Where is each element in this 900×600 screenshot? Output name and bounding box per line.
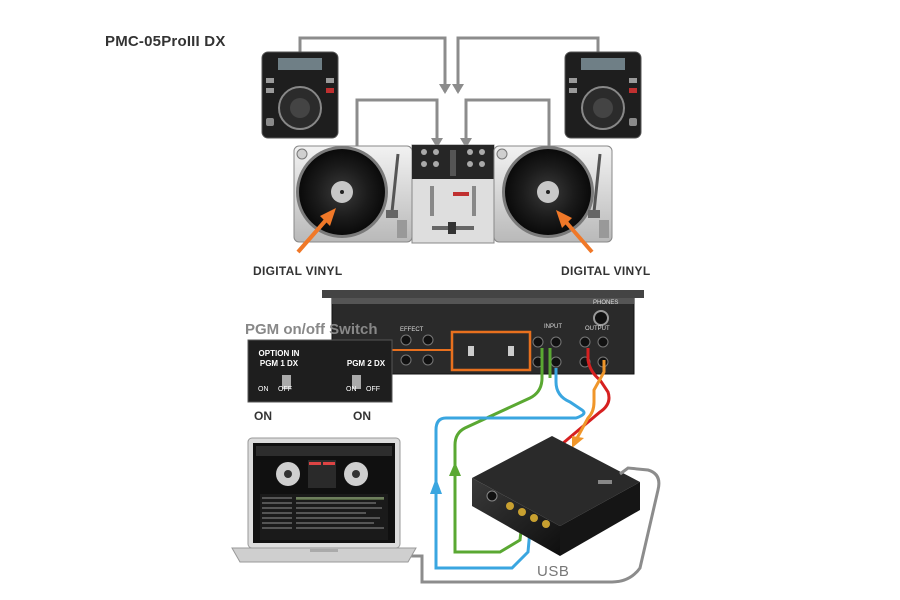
digital-vinyl-label-left: DIGITAL VINYL	[253, 264, 343, 278]
svg-text:OUTPUT: OUTPUT	[585, 326, 610, 332]
pgm2-state-label: ON	[353, 409, 371, 423]
turntable-left	[293, 145, 413, 243]
pgm1-on-mark: ON	[258, 386, 269, 393]
audio-interface-box	[472, 436, 640, 556]
green-arrow	[449, 462, 461, 476]
digital-vinyl-arrows	[296, 208, 594, 254]
pgm1-off-mark: OFF	[278, 386, 292, 393]
gray-cables	[298, 36, 600, 148]
gray-cable-arrows	[431, 84, 472, 148]
laptop	[231, 437, 417, 563]
orange-cable	[574, 360, 606, 441]
mixer-top	[411, 144, 495, 244]
pgm1-dx-label: PGM 1 DX	[259, 359, 299, 368]
digital-vinyl-label-right: DIGITAL VINYL	[561, 264, 651, 278]
cd-player-left	[261, 51, 339, 139]
blue-cable	[434, 368, 586, 570]
turntable-right	[493, 145, 613, 243]
green-cable	[453, 348, 552, 554]
svg-text:PHONES: PHONES	[593, 300, 618, 306]
usb-cable	[400, 466, 661, 584]
svg-text:INPUT: INPUT	[544, 324, 562, 330]
pgm1-state-label: ON	[254, 409, 272, 423]
pgm2-dx-label: PGM 2 DX	[346, 359, 386, 368]
red-cable	[554, 348, 611, 453]
cd-player-right	[564, 51, 642, 139]
switch-panel-zoom	[247, 339, 393, 403]
usb-label: USB	[537, 563, 570, 580]
option-in-label: OPTION IN	[258, 349, 300, 358]
pgm-switch-title: PGM on/off Switch	[245, 321, 378, 338]
pgm2-on-mark: ON	[346, 386, 357, 393]
pgm2-off-mark: OFF	[366, 386, 380, 393]
blue-arrow	[430, 478, 442, 494]
svg-text:EFFECT: EFFECT	[400, 327, 424, 333]
diagram-title: PMC-05ProIII DX	[105, 33, 226, 50]
